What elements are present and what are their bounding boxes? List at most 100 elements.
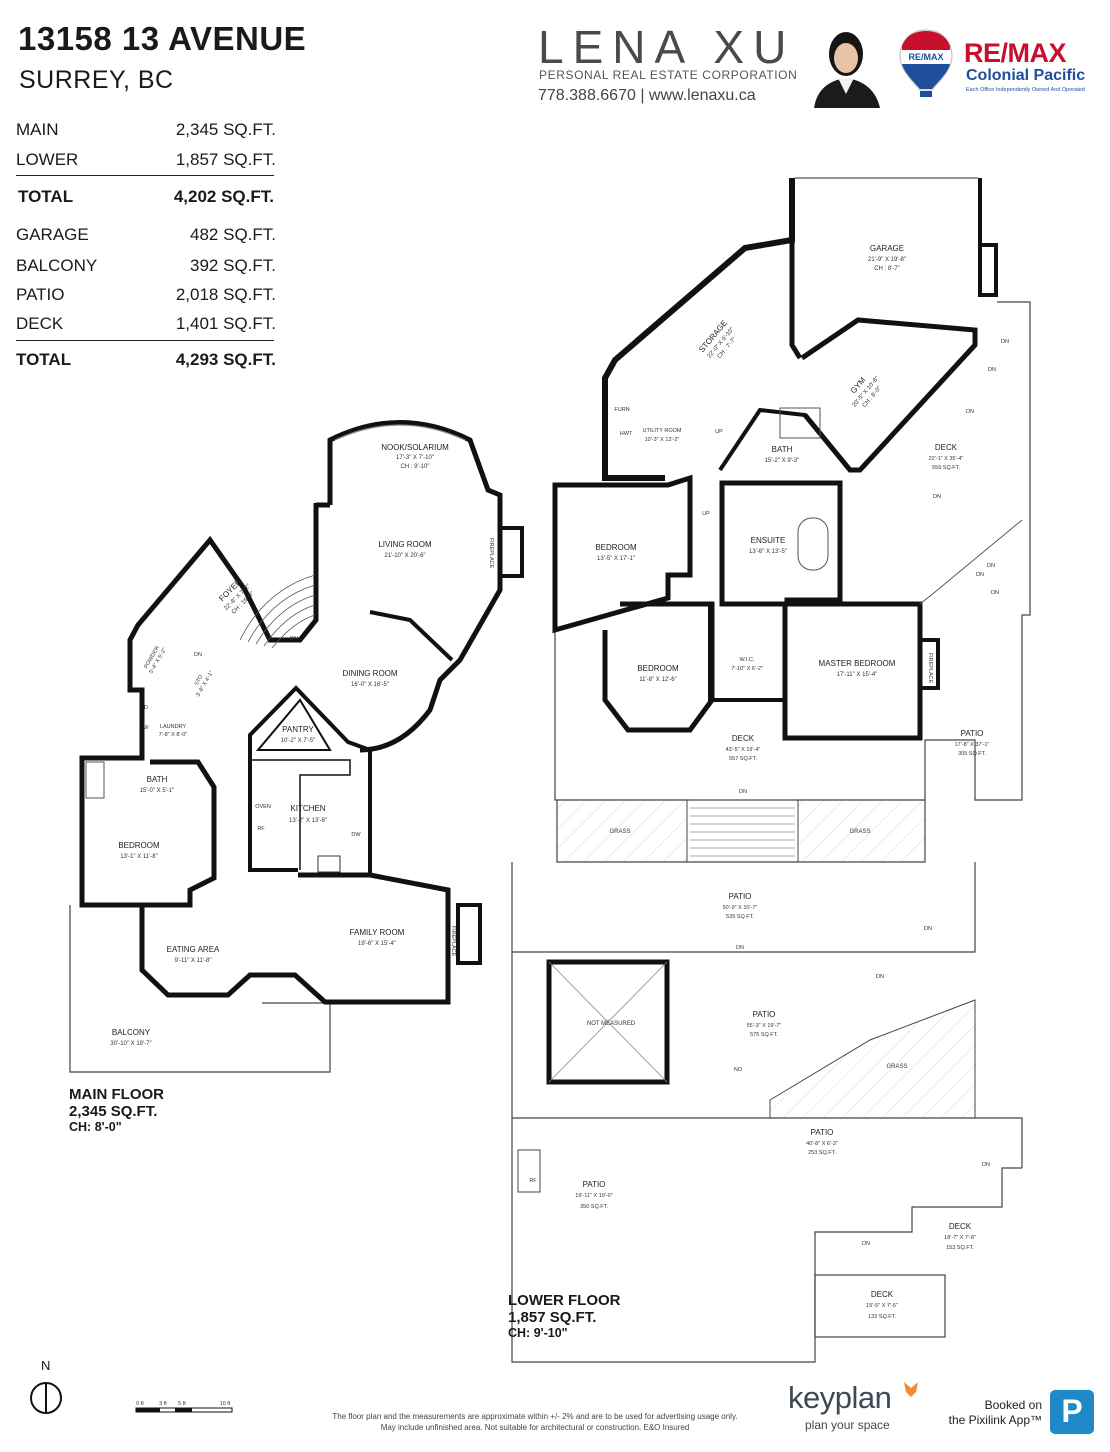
plan-label: W	[143, 725, 149, 731]
plan-label: 18'-7" X 7'-8"	[944, 1235, 976, 1241]
bathtub	[85, 761, 105, 799]
area-label: PATIO	[16, 285, 65, 304]
bathtub	[779, 407, 821, 439]
ensuite-wall	[719, 480, 843, 607]
plan-label: DECK	[732, 734, 755, 743]
area-value: 1,857 SQ.FT.	[175, 150, 276, 169]
remax-balloon-logo: RE/MAX	[899, 29, 953, 97]
wall	[79, 503, 319, 908]
area-label: MAIN	[16, 120, 59, 139]
stairs	[690, 799, 795, 857]
grass-area	[769, 999, 976, 1119]
floor-title: MAIN FLOOR	[69, 1086, 164, 1103]
plan-label: 10'-3" X 13'-2"	[645, 437, 680, 443]
pixilink-line: Booked on	[984, 1398, 1042, 1412]
north-label: N	[41, 1358, 51, 1373]
patio-outline	[511, 862, 976, 953]
bathtub	[797, 517, 829, 571]
wall	[978, 178, 998, 297]
pixilink-line: the Pixilink App™	[948, 1413, 1042, 1427]
plan-label: GRASS	[849, 829, 870, 835]
plan-label: 9'-11" X 11'-8"	[174, 958, 211, 964]
area-row-main: MAIN 2,345 SQ.FT.	[16, 120, 276, 144]
plan-label: KITCHEN	[290, 804, 325, 813]
agent-name: LENA XU	[538, 21, 796, 73]
plan-label: PATIO	[811, 1128, 834, 1137]
plan-label: 50'-9" X 10'-7"	[723, 905, 758, 911]
agent-contact[interactable]: 778.388.6670 | www.lenaxu.ca	[538, 87, 756, 104]
divider	[16, 340, 274, 341]
plan-label: HWT	[620, 431, 633, 437]
fireplace	[498, 526, 524, 578]
floor-ceiling-height: CH: 9'-10"	[508, 1326, 568, 1340]
wall	[369, 610, 454, 662]
plan-label: DECK	[949, 1222, 972, 1231]
plan-label: BATH	[772, 445, 793, 454]
plan-label: FIREPLACE	[927, 653, 933, 684]
plan-label: DN	[988, 367, 996, 373]
wall	[602, 178, 795, 481]
fox-icon	[904, 1382, 918, 1397]
stove	[317, 855, 341, 873]
area-row-balcony: BALCONY 392 SQ.FT.	[16, 256, 276, 280]
plan-label: 21'-10" X 20'-6"	[384, 553, 425, 559]
plan-label: 557 SQ.FT.	[729, 756, 757, 762]
plan-label: 5 ft	[178, 1401, 186, 1407]
address-street: 13158 13 AVENUE	[18, 20, 307, 57]
plan-label: FIREPLACE	[488, 538, 494, 569]
pixilink-app-icon[interactable]: P	[1050, 1390, 1094, 1434]
plan-label: DINING ROOM	[342, 669, 397, 678]
disclaimer-line: May include unfinished area. Not suitabl…	[380, 1423, 690, 1432]
plan-label: DN	[982, 1162, 990, 1168]
area-row-total: TOTAL 4,202 SQ.FT.	[18, 187, 274, 211]
plan-label: NOOK/SOLARIUM	[381, 443, 449, 452]
plan-label: CH : 8'-7"	[874, 266, 900, 272]
floor-ceiling-height: CH: 8'-0"	[69, 1120, 122, 1134]
foyer-stair	[239, 574, 316, 649]
floor-area: 2,345 SQ.FT.	[69, 1103, 158, 1120]
area-value: 1,401 SQ.FT.	[175, 314, 276, 333]
plan-label: NOT MEASURED	[587, 1021, 636, 1027]
plan-label: DW	[351, 832, 361, 838]
area-label: TOTAL	[16, 350, 72, 369]
plan-label: UP	[715, 429, 723, 435]
wall	[718, 407, 852, 472]
plan-label: D	[144, 705, 148, 711]
patio-outline	[511, 952, 1023, 1168]
master-wall	[782, 601, 923, 741]
plan-label: UP	[702, 511, 710, 517]
wic-wall	[708, 604, 785, 702]
plan-label: PATIO	[961, 729, 984, 738]
window	[334, 424, 466, 441]
balcony-outline	[69, 905, 331, 1073]
area-value: 4,202 SQ.FT.	[173, 187, 274, 206]
remax-logo: RE/MAX Colonial Pacific Each Office Inde…	[964, 38, 1094, 98]
plan-label: PATIO	[753, 1010, 776, 1019]
agent-photo	[800, 18, 892, 108]
keyplan-tagline: plan your space	[805, 1418, 890, 1432]
plan-label: 10'-2" X 7'-5"	[281, 738, 316, 744]
plan-label: 17'-11" X 15'-4"	[837, 672, 878, 678]
plan-label: 43'-5" X 19'-4"	[726, 747, 761, 753]
plan-label: 10 ft	[220, 1401, 231, 1407]
plan-label: PANTRY	[282, 725, 314, 734]
plan-label: LAUNDRY	[160, 724, 187, 730]
plan-label: DN	[924, 926, 932, 932]
patio-outline	[511, 1118, 1022, 1363]
plan-label: OVEN	[255, 804, 271, 810]
bbq	[517, 1149, 541, 1193]
remax-brand: RE/MAX	[964, 38, 1067, 68]
plan-label: GARAGE	[870, 244, 904, 253]
plan-label: 535 SQ.FT.	[726, 914, 754, 920]
plan-label: BEDROOM	[118, 841, 160, 850]
plan-label: DECK	[935, 443, 958, 452]
remax-tagline: Each Office Independently Owned And Oper…	[966, 87, 1085, 93]
divider	[16, 175, 274, 176]
plan-label: EATING AREA	[167, 945, 220, 954]
plan-label: 17'-8" X 37'-1"	[955, 742, 990, 748]
plan-label: PATIO	[583, 1180, 606, 1189]
plan-label: 15'-2" X 9'-3"	[765, 458, 800, 464]
area-label: TOTAL	[18, 187, 74, 206]
plan-label: 7'-8" X 8'-0"	[159, 732, 188, 738]
